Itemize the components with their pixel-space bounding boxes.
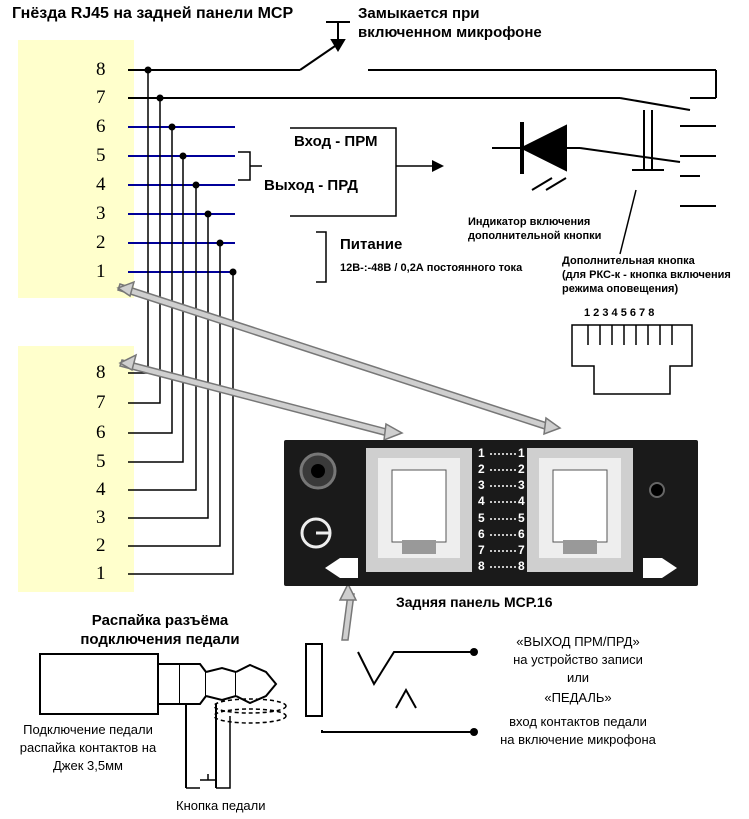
lower-pin-3: 3 — [96, 507, 106, 528]
pedal-note-3: Джек 3,5мм — [53, 758, 123, 773]
pedal-note-1: Подключение педали — [23, 722, 153, 737]
panel-pin-8-r: 8 — [518, 559, 525, 573]
panel-pin-7-l: 7 — [478, 543, 485, 557]
output-label-1: «ВЫХОД ПРМ/ПРД» — [516, 634, 640, 649]
panel-socket-left — [366, 448, 472, 572]
panel-pin-3-r: 3 — [518, 478, 525, 492]
power-spec: 12В-:-48В / 0,2А постоянного тока — [340, 262, 523, 274]
panel-pin-1-l: 1 — [478, 446, 485, 460]
mic-note-2: включенном микрофоне — [358, 24, 542, 41]
panel-pin-4-r: 4 — [518, 494, 525, 508]
panel-caption: Задняя панель МСР.16 — [396, 594, 553, 610]
output-label-3: или — [566, 670, 590, 685]
upper-pin-3: 3 — [96, 203, 106, 224]
mic-note-1: Замыкается при — [358, 5, 480, 22]
pedal-title-1: Распайка разъёма — [91, 612, 229, 629]
lower-pin-2: 2 — [96, 535, 106, 556]
button-label-3: режима оповещения) — [562, 283, 679, 295]
panel-pin-6-r: 6 — [518, 527, 525, 541]
tx-label: Выход - ПРД — [264, 177, 358, 194]
pedal-button-label: Кнопка педали — [176, 798, 266, 813]
link7 — [128, 98, 161, 404]
power-icon — [300, 517, 332, 549]
led-icon — [492, 122, 580, 191]
panel-pin-2-r: 2 — [518, 462, 525, 476]
panel-pin-4-l: 4 — [478, 494, 485, 508]
upper-pin-2: 2 — [96, 232, 106, 253]
output-label-5: вход контактов педали — [509, 714, 647, 729]
panel-pin-2-l: 2 — [478, 462, 485, 476]
jack-plug-icon — [39, 653, 278, 788]
upper-pin-5: 5 — [96, 145, 106, 166]
lower-pin-1: 1 — [96, 563, 106, 584]
output-connector-icon — [305, 643, 474, 733]
panel-pin-1-r: 1 — [518, 446, 525, 460]
indicator-label-1: Индикатор включения — [468, 216, 591, 228]
link6 — [128, 127, 173, 434]
rj45-icon — [571, 324, 693, 395]
panel-pin-8-l: 8 — [478, 559, 485, 573]
upper-jack-box — [18, 40, 134, 298]
panel-pin-6-l: 6 — [478, 527, 485, 541]
panel-pin-5-r: 5 — [518, 511, 525, 525]
link2 — [128, 243, 221, 547]
rx-label: Вход - ПРМ — [294, 133, 378, 150]
link1 — [128, 272, 234, 575]
lower-pin-4: 4 — [96, 479, 106, 500]
rj45-pin-numbers: 1 2 3 4 5 6 7 8 — [584, 307, 655, 319]
link5 — [128, 156, 184, 463]
lower-pin-6: 6 — [96, 422, 106, 443]
mic-switch — [299, 21, 717, 98]
lower-pin-5: 5 — [96, 451, 106, 472]
panel-pin-3-l: 3 — [478, 478, 485, 492]
lower-pin-7: 7 — [96, 392, 106, 413]
upper-pin-4: 4 — [96, 174, 106, 195]
panel-pin-7-r: 7 — [518, 543, 525, 557]
pedal-note-2: распайка контактов на — [19, 740, 157, 755]
button-label-1: Дополнительная кнопка — [562, 255, 695, 267]
output-label-4: «ПЕДАЛЬ» — [544, 690, 612, 705]
power-label: Питание — [340, 236, 403, 253]
left-arrow-icon — [325, 558, 358, 578]
lower-jack-box — [18, 346, 134, 592]
upper-pin-6: 6 — [96, 116, 106, 137]
panel-socket-right — [527, 448, 633, 572]
panel-pin-5-l: 5 — [478, 511, 485, 525]
lower-pin-8: 8 — [96, 362, 106, 383]
output-label-2: на устройство записи — [513, 652, 643, 667]
page-title: Гнёзда RJ45 на задней панели МСР — [12, 5, 294, 22]
button-label-2: (для РКС-к - кнопка включения — [562, 269, 731, 281]
link4 — [128, 185, 197, 491]
indicator-label-2: дополнительной кнопки — [468, 230, 602, 242]
right-arrow-icon — [643, 558, 677, 578]
output-label-6: на включение микрофона — [500, 732, 656, 747]
upper-pin-1: 1 — [96, 261, 106, 282]
upper-pin-7: 7 — [96, 87, 106, 108]
pedal-title-2: подключения педали — [80, 631, 240, 648]
upper-pin-8: 8 — [96, 59, 106, 80]
